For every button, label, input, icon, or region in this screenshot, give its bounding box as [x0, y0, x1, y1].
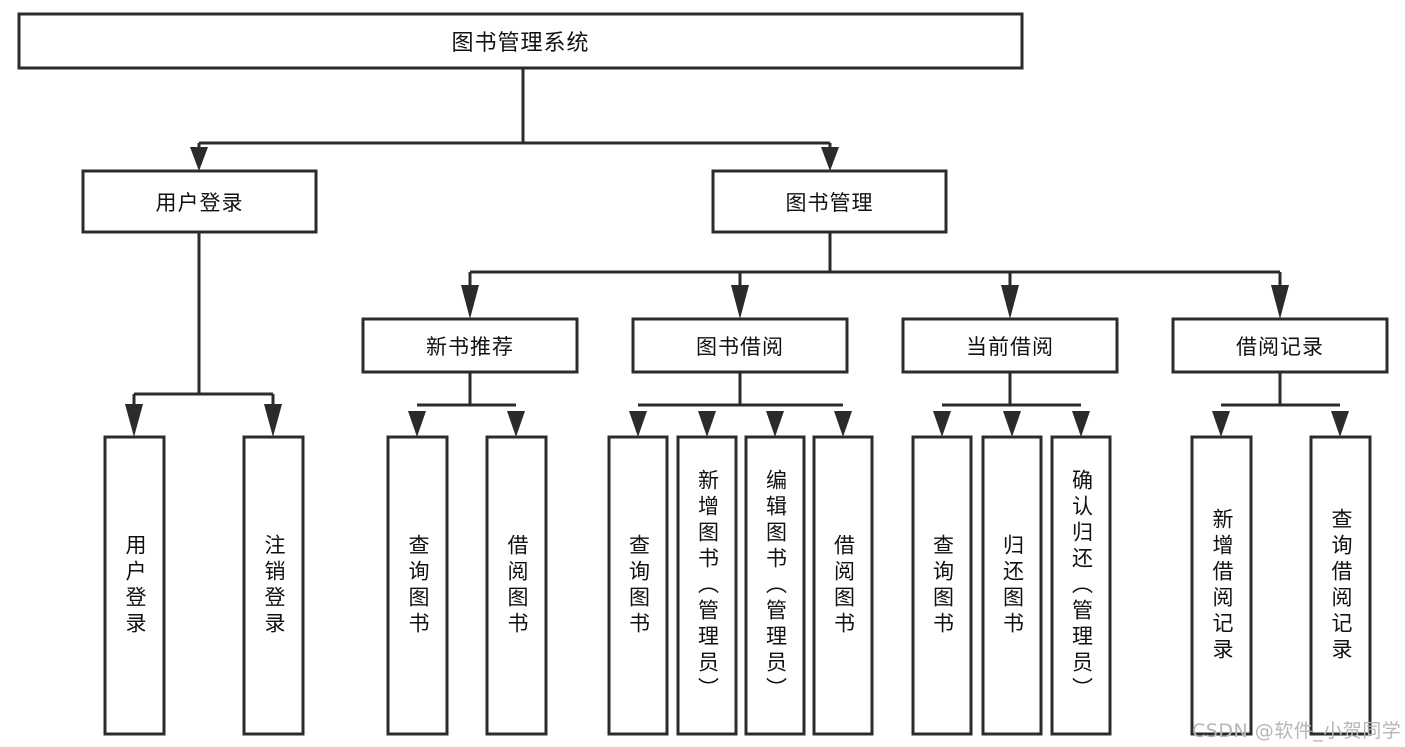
- node-leaf-return-book[interactable]: [981, 435, 1043, 736]
- node-leaf-query-book-2[interactable]: [607, 435, 669, 736]
- node-book-management[interactable]: [711, 169, 948, 234]
- node-leaf-borrow-book-1[interactable]: [485, 435, 548, 736]
- connector-newbook-to-leaves: [408, 372, 525, 437]
- connector-userlogin-to-leaves: [125, 232, 282, 437]
- node-leaf-borrow-book-2[interactable]: [812, 435, 874, 736]
- node-new-book-recommend[interactable]: [361, 317, 579, 374]
- node-leaf-user-login[interactable]: [103, 435, 166, 736]
- watermark-text: CSDN @软件_小贺同学: [1192, 720, 1402, 742]
- node-leaf-add-record[interactable]: [1190, 435, 1253, 736]
- connector-root-to-level2: [190, 68, 839, 171]
- node-current-borrow[interactable]: [901, 317, 1119, 374]
- node-leaf-query-record[interactable]: [1309, 435, 1372, 736]
- node-leaf-add-book[interactable]: [676, 435, 738, 736]
- node-user-login[interactable]: [81, 169, 318, 234]
- node-leaf-confirm-return[interactable]: [1050, 435, 1112, 736]
- connector-currentborrow-to-leaves: [933, 372, 1090, 437]
- connector-bookborrow-to-leaves: [629, 372, 852, 437]
- node-leaf-query-book-1[interactable]: [386, 435, 449, 736]
- node-leaf-edit-book[interactable]: [744, 435, 806, 736]
- node-root[interactable]: [17, 12, 1024, 70]
- node-book-borrow[interactable]: [631, 317, 849, 374]
- connector-borrowrecord-to-leaves: [1212, 372, 1349, 437]
- node-borrow-record[interactable]: [1171, 317, 1389, 374]
- connector-bookmgmt-to-level3: [461, 232, 1289, 319]
- node-leaf-query-book-3[interactable]: [911, 435, 973, 736]
- node-leaf-logout-login[interactable]: [242, 435, 305, 736]
